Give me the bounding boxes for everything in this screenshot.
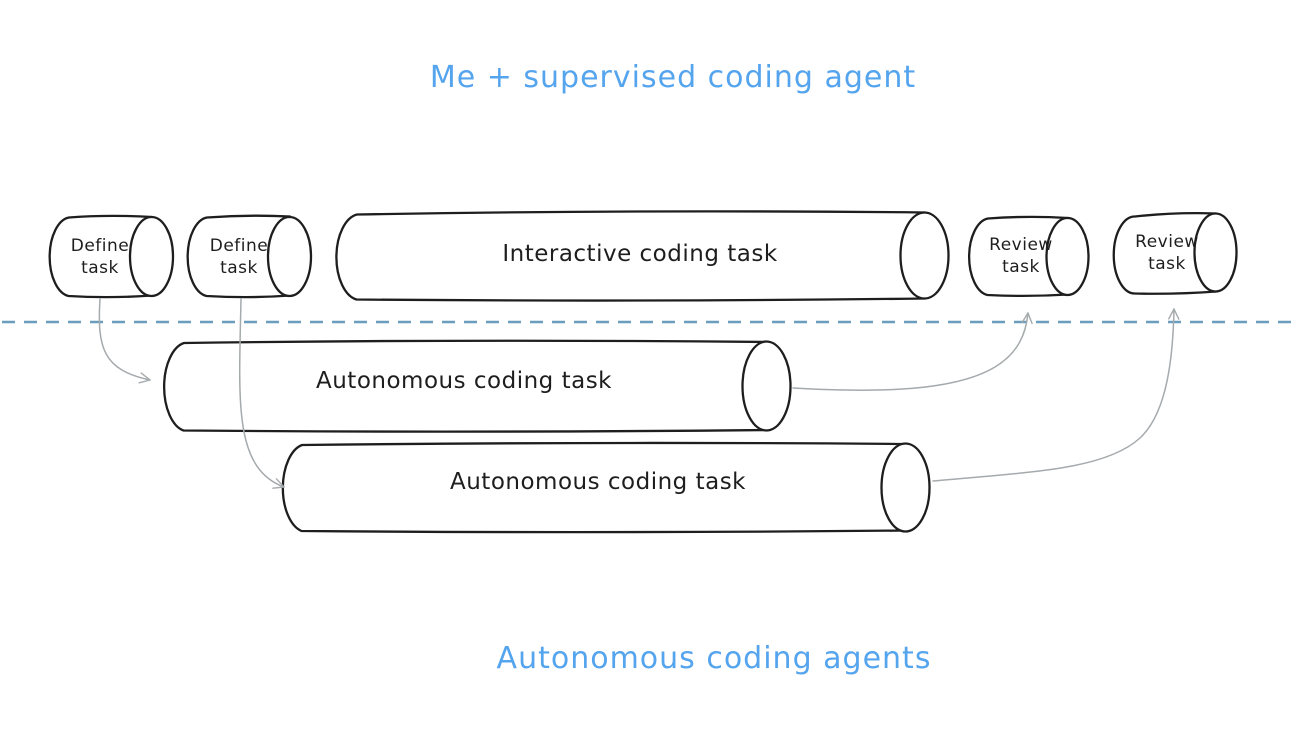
cylinder-define-task-2	[186, 214, 313, 299]
arrow-auto2-to-review2	[932, 308, 1180, 482]
cylinder-review-task-1	[967, 215, 1090, 298]
cylinder-cap	[266, 215, 313, 298]
cylinder-cap	[741, 340, 792, 432]
cylinder-body	[967, 215, 1070, 298]
cylinder-review-task-2	[1112, 211, 1238, 295]
cylinder-cap	[880, 442, 931, 533]
cylinder-label-interactive-coding-task: Interactive coding task	[502, 241, 778, 267]
bottom-title: Autonomous coding agents	[496, 641, 932, 676]
cylinder-body	[163, 339, 769, 433]
cylinder-label-define-task-2: Define task	[209, 235, 269, 278]
arrow-define2-to-auto2	[238, 298, 285, 489]
cylinder-label-autonomous-coding-task-1: Autonomous coding task	[315, 368, 612, 394]
cylinder-label-autonomous-coding-task-2: Autonomous coding task	[449, 469, 746, 495]
cylinder-cap	[899, 211, 950, 300]
cylinder-body	[335, 210, 927, 302]
cylinder-cap	[128, 215, 175, 298]
cylinder-body	[1112, 211, 1218, 295]
cylinder-define-task-1	[48, 214, 175, 299]
cylinder-label-review-task-1: Review task	[989, 234, 1053, 277]
cylinder-cap	[1193, 212, 1238, 293]
arrow-define1-to-auto1	[98, 298, 151, 384]
cylinder-body	[186, 214, 292, 299]
cylinder-autonomous-coding-task-2	[281, 441, 931, 534]
arrow-auto1-to-review1	[792, 312, 1033, 391]
cylinder-interactive-coding-task	[335, 210, 950, 302]
cylinder-label-define-task-1: Define task	[70, 235, 130, 278]
cylinder-label-review-task-2: Review task	[1135, 231, 1199, 274]
cylinder-body	[48, 214, 154, 299]
cylinder-autonomous-coding-task-1	[163, 339, 792, 433]
top-title: Me + supervised coding agent	[429, 60, 917, 95]
cylinder-cap	[1045, 216, 1090, 297]
